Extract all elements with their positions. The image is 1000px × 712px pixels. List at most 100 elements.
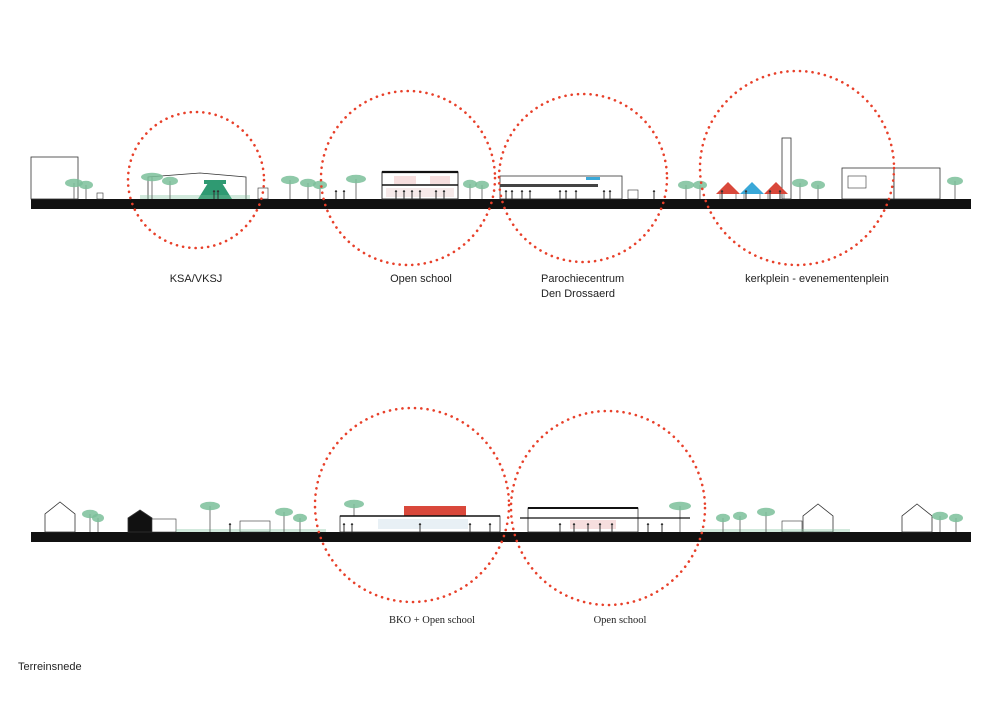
person-head bbox=[652, 190, 656, 193]
hedge bbox=[176, 529, 326, 532]
label-den-drossaerd: Den Drossaerd bbox=[541, 288, 615, 300]
ground-line-top bbox=[31, 199, 971, 209]
church-tower bbox=[781, 137, 792, 200]
tree-canopy bbox=[792, 178, 808, 188]
highlight-circle-open-school bbox=[319, 89, 497, 267]
tree-canopy bbox=[949, 513, 963, 523]
person-head bbox=[646, 523, 650, 526]
label-ksa-vksj: KSA/VKSJ bbox=[169, 273, 223, 285]
highlight-circle-open-school-bottom bbox=[509, 409, 707, 607]
person-head bbox=[418, 523, 422, 526]
tree-canopy bbox=[293, 513, 307, 523]
tree-canopy bbox=[932, 511, 948, 521]
person-head bbox=[334, 190, 338, 193]
tree-canopy bbox=[141, 172, 163, 182]
person-head bbox=[342, 523, 346, 526]
tree-canopy bbox=[200, 501, 220, 511]
kerkplein-window bbox=[847, 175, 867, 189]
kerkplein-building bbox=[841, 167, 895, 200]
person-head bbox=[394, 190, 398, 193]
shed-left bbox=[151, 518, 177, 533]
person-head bbox=[558, 190, 562, 193]
person-head bbox=[564, 190, 568, 193]
parochiecentrum-canopy bbox=[500, 184, 598, 187]
bko-red-upper bbox=[404, 506, 466, 516]
person-head bbox=[586, 523, 590, 526]
building-left-block bbox=[30, 156, 79, 200]
highlight-circle-ksa bbox=[126, 110, 266, 250]
bko-glazing bbox=[378, 519, 468, 529]
tree-canopy bbox=[344, 499, 364, 509]
label-open-school-bottom: Open school bbox=[593, 615, 647, 626]
person-head bbox=[418, 190, 422, 193]
tree-canopy bbox=[275, 507, 293, 517]
tree-canopy bbox=[947, 176, 963, 186]
tree-canopy bbox=[693, 180, 707, 190]
person-head bbox=[228, 523, 232, 526]
house-gable bbox=[802, 503, 834, 533]
tree-canopy bbox=[669, 501, 691, 511]
person-head bbox=[598, 523, 602, 526]
person-head bbox=[342, 190, 346, 193]
person-head bbox=[488, 523, 492, 526]
label-parochiecentrum: Parochiecentrum bbox=[541, 273, 625, 285]
tree-canopy bbox=[475, 180, 489, 190]
highlight-circle-parochiecentrum bbox=[497, 92, 669, 264]
tree-canopy bbox=[346, 174, 366, 184]
open-school-window bbox=[430, 176, 450, 184]
tree-canopy bbox=[733, 511, 747, 521]
label-open-school-top: Open school bbox=[390, 273, 452, 285]
person-head bbox=[468, 523, 472, 526]
house-gable bbox=[901, 503, 933, 533]
person-head bbox=[510, 190, 514, 193]
label-kerkplein: kerkplein - evenementenplein bbox=[745, 273, 889, 285]
tree-canopy bbox=[678, 180, 694, 190]
person-head bbox=[768, 190, 772, 193]
open-school-bottom-interior bbox=[570, 520, 616, 529]
person-head bbox=[778, 190, 782, 193]
person-head bbox=[410, 190, 414, 193]
person-head bbox=[558, 523, 562, 526]
tree-canopy bbox=[300, 178, 316, 188]
ground-line-bottom bbox=[31, 532, 971, 542]
tree-canopy bbox=[162, 176, 178, 186]
tree-canopy bbox=[65, 178, 83, 188]
person-head bbox=[602, 190, 606, 193]
tree-canopy bbox=[79, 180, 93, 190]
person-head bbox=[216, 190, 220, 193]
event-tent-red bbox=[716, 182, 740, 194]
person-head bbox=[350, 523, 354, 526]
tree-canopy bbox=[811, 180, 825, 190]
person-head bbox=[434, 190, 438, 193]
ksa-tent-top bbox=[204, 180, 226, 184]
person-head bbox=[504, 190, 508, 193]
tree-canopy bbox=[716, 513, 730, 523]
tree-canopy bbox=[281, 175, 299, 185]
person-head bbox=[572, 523, 576, 526]
person-head bbox=[574, 190, 578, 193]
highlight-circle-kerkplein bbox=[698, 69, 896, 267]
label-bko-open-school: BKO + Open school bbox=[388, 615, 476, 626]
small-shed bbox=[96, 192, 104, 200]
hedge bbox=[700, 529, 850, 532]
event-tent-blue bbox=[740, 182, 764, 194]
hedge bbox=[140, 195, 250, 199]
person-head bbox=[528, 190, 532, 193]
shed-right bbox=[781, 520, 803, 533]
person-head bbox=[520, 190, 524, 193]
highlight-circle-bko bbox=[313, 406, 511, 604]
open-school-window bbox=[394, 176, 416, 184]
person-head bbox=[720, 190, 724, 193]
tree-canopy bbox=[463, 179, 477, 189]
parochiecentrum-sign bbox=[586, 177, 600, 180]
caption-terreinsnede: Terreinsnede bbox=[18, 661, 82, 673]
kerkplein-building-annex bbox=[893, 167, 941, 200]
tree-canopy bbox=[92, 513, 104, 523]
tree-canopy bbox=[313, 180, 327, 190]
person-head bbox=[442, 190, 446, 193]
house-gable bbox=[127, 509, 153, 533]
shed-mid bbox=[239, 520, 271, 533]
person-head bbox=[660, 523, 664, 526]
